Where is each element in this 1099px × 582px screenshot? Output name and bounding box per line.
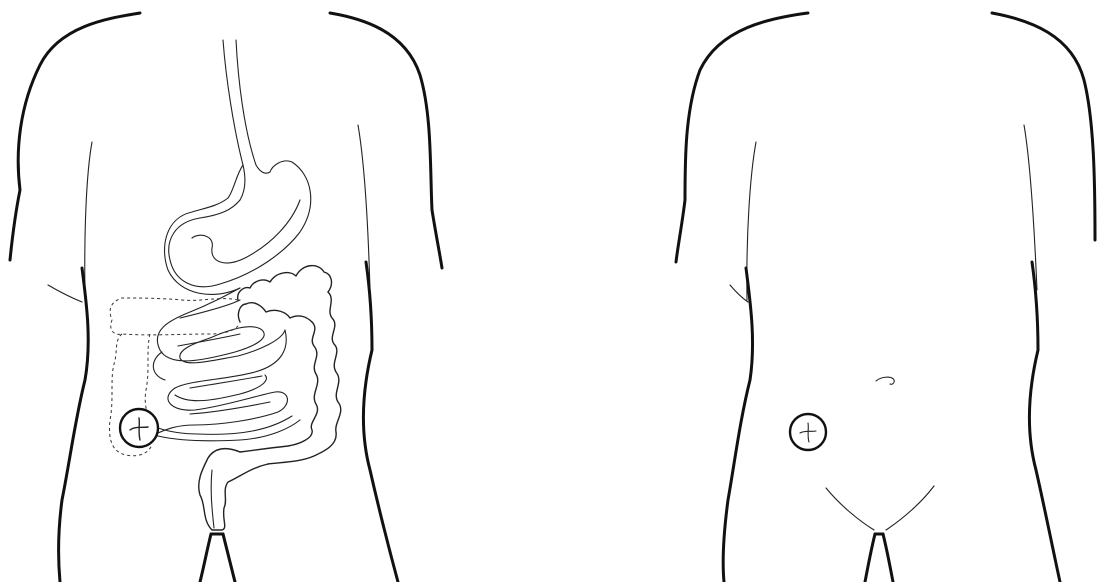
esophagus-wall [236,40,270,173]
right-body-side [364,262,399,582]
stomach-inner [192,200,300,263]
left-body-side [723,268,752,582]
external-view-panel [560,0,1099,582]
stomach [165,161,311,295]
internal-anatomy-panel [0,0,560,582]
sigmoid-colon [199,449,268,530]
left-body-side [59,268,89,582]
right-arm-line [358,125,370,290]
rectum-inner [211,470,214,528]
groin-line-right [886,486,934,530]
torso-outline-right [992,13,1095,240]
ileum [158,416,300,441]
right-leg-line [223,534,235,582]
internal-anatomy-drawing [0,0,560,582]
left-leg-line [200,534,211,582]
right-body-side [1030,262,1061,582]
external-view-drawing [560,0,1099,582]
left-arm-line [85,142,92,300]
torso-outline-left [676,13,808,262]
small-intestine-loops [153,288,287,433]
esophagus [223,40,245,200]
right-arm-line [1024,125,1037,290]
torso-outline-right [330,13,442,268]
transverse-colon [238,266,332,322]
groin-line-left [826,488,874,530]
navel [876,377,894,384]
torso-outline-left [10,13,140,260]
left-armpit-line [48,285,82,302]
left-armpit-line [730,285,748,302]
right-leg-line [883,534,893,582]
left-leg-line [865,534,875,582]
